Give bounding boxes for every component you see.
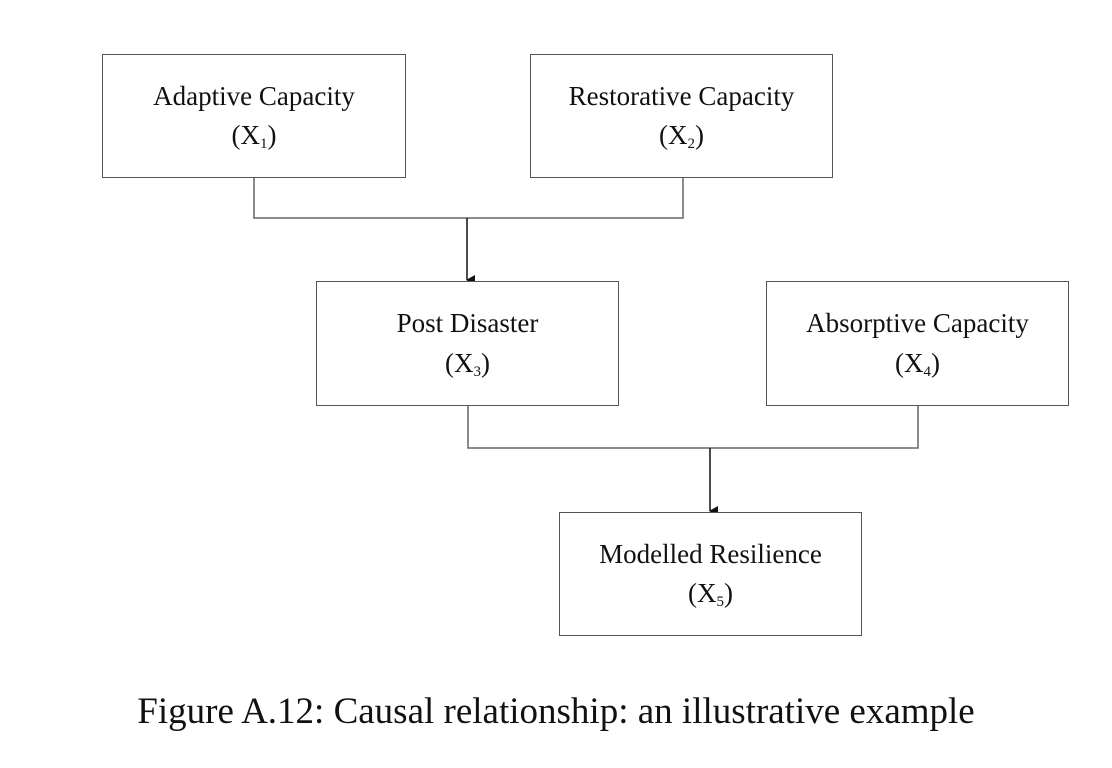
node-label: Modelled Resilience [599,538,822,569]
node-absorptive-capacity: Absorptive Capacity (X4) [766,281,1069,406]
node-restorative-capacity: Restorative Capacity (X2) [530,54,833,178]
node-variable: (X4) [895,347,940,380]
node-variable: (X5) [688,578,733,610]
figure-caption: Figure A.12: Causal relationship: an ill… [137,691,975,732]
node-label: Post Disaster [396,308,539,339]
node-variable: (X2) [659,120,704,152]
node-variable: (X1) [231,120,277,152]
edge-x1-x2-merge [253,177,684,219]
node-variable: (X3) [445,347,490,380]
node-label: Absorptive Capacity [806,308,1029,339]
edge-x3-x4-merge [467,405,919,449]
node-label: Restorative Capacity [568,80,795,111]
node-adaptive-capacity: Adaptive Capacity (X1) [102,54,406,178]
node-modelled-resilience: Modelled Resilience (X5) [559,512,862,636]
node-post-disaster: Post Disaster (X3) [316,281,619,406]
node-label: Adaptive Capacity [153,80,355,111]
